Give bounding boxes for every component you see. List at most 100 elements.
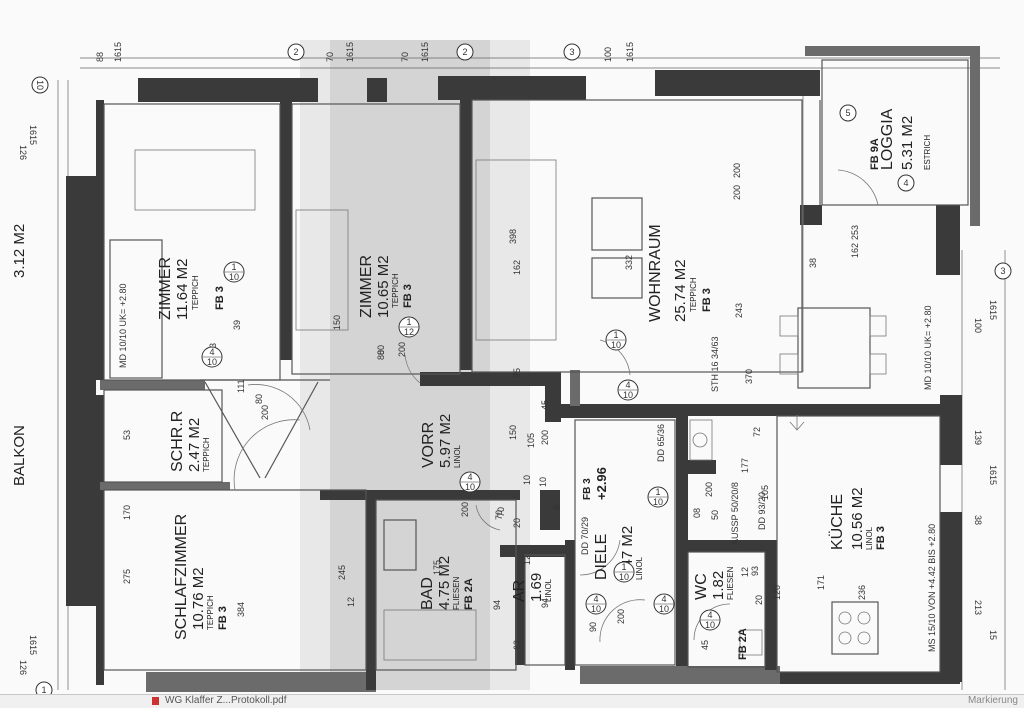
detail-marker-top: 1: [406, 317, 411, 327]
room-fb: FB 3: [701, 288, 713, 312]
detail-marker-bottom: 10: [653, 497, 663, 507]
room-area: 5.31 M2: [899, 116, 916, 170]
detail-marker-bottom: 10: [619, 572, 629, 582]
dim-right-5: 213: [973, 600, 983, 615]
interior-dimension: 200: [397, 342, 407, 357]
dim-left-1: 1615: [28, 125, 38, 145]
interior-dimension: 150: [508, 425, 518, 440]
interior-dimension: 10: [522, 475, 532, 485]
room-area: 11.64 M2: [174, 259, 191, 320]
dim-top-4: 70: [400, 52, 410, 62]
room-floor: TEPPICH: [206, 595, 215, 630]
room-name: ZIMMER: [157, 257, 174, 320]
taskbar-right-label[interactable]: Markierung: [967, 695, 1018, 706]
detail-marker-top: 1: [655, 487, 660, 497]
detail-marker-top: 4: [625, 380, 630, 390]
interior-dimension: 162: [850, 243, 860, 258]
interior-dimension: 20: [754, 595, 764, 605]
interior-dimension: 53: [122, 430, 132, 440]
balcony-area: 3.12 M2: [11, 224, 28, 278]
interior-dimension: 63: [512, 640, 522, 650]
interior-dimension: 38: [808, 258, 818, 268]
room-floor: ESTRICH: [923, 135, 932, 170]
room-zimmer-2: ZIMMER 10.65 M2 TEPPICH FB 3: [358, 255, 414, 318]
room-name: DIELE: [593, 534, 610, 580]
dim-left-0: 126: [18, 145, 28, 160]
dim-top-7: 1615: [625, 42, 635, 62]
room-name: WOHNRAUM: [647, 224, 664, 322]
interior-dimension: 332: [624, 255, 634, 270]
dim-left-2: 126: [18, 660, 28, 675]
taskbar: WG Klaffer Z...Protokoll.pdf Markierung: [0, 694, 1024, 708]
interior-dimension: 120: [772, 585, 782, 600]
detail-marker-bottom: 10: [705, 620, 715, 630]
note-dd3: DD 93/20: [757, 492, 767, 530]
note-md1: MD 10/10 UK= +2.80: [118, 283, 128, 368]
room-name: WC: [693, 573, 710, 600]
room-fb: FB 2A: [463, 578, 475, 610]
interior-dimension: 45: [700, 640, 710, 650]
room-floor: LINOL: [453, 444, 462, 468]
interior-dimension: 200: [732, 185, 742, 200]
detail-marker-bottom: 10: [229, 272, 239, 282]
pdf-file-icon: [152, 697, 159, 705]
interior-dimension: 111: [236, 379, 246, 393]
detail-marker-bottom: 10: [659, 604, 669, 614]
dim-right-6: 15: [988, 630, 998, 640]
room-zimmer-1: ZIMMER 11.64 M2 TEPPICH FB 3: [157, 257, 226, 320]
note-md2: MD 10/10 UK= +2.80: [923, 305, 933, 390]
room-outlines: [103, 59, 969, 673]
detail-marker-bottom: 10: [591, 604, 601, 614]
detail-marker-top: 4: [661, 594, 666, 604]
room-fb: FB 2A: [737, 628, 749, 660]
detail-marker-bottom: 10: [465, 482, 475, 492]
note-sth: STH 16 34/63: [710, 336, 720, 392]
dim-top-0: 88: [95, 52, 105, 62]
interior-dimension: 162: [512, 260, 522, 275]
interior-dimension: 170: [122, 505, 132, 520]
interior-dimension: 70: [494, 510, 504, 520]
room-name: LOGGIA: [879, 108, 896, 170]
axis-marker-4: 5: [845, 108, 850, 118]
interior-dimension: 39: [232, 320, 242, 330]
room-area: 10.56 M2: [849, 487, 866, 550]
top-dimension-line: 88 1615 70 1615 70 1615 100 1615: [80, 42, 1000, 69]
room-wc: WC 1.82 FLIESEN FB 2A: [693, 566, 749, 660]
room-area: 10.65 M2: [375, 255, 392, 318]
taskbar-file-name[interactable]: WG Klaffer Z...Protokoll.pdf: [165, 695, 287, 706]
detail-marker-top: 4: [593, 594, 598, 604]
detail-marker-top: 1: [621, 562, 626, 572]
dim-top-2: 70: [325, 52, 335, 62]
room-floor: TEPPICH: [202, 437, 211, 472]
interior-dimension: 50: [710, 510, 720, 520]
room-kueche: KÜCHE 10.56 M2 LINOL FB 3: [828, 487, 887, 550]
room-bad: BAD 4.75 M2 FLIESEN FB 2A: [419, 556, 475, 610]
detail-marker-bottom: 10: [611, 340, 621, 350]
interior-dimension: 105: [526, 433, 536, 448]
interior-dimension: 177: [740, 458, 750, 473]
room-area: 1.82: [710, 571, 727, 600]
room-fb: FB 3: [217, 606, 229, 630]
room-area: 10.76 M2: [190, 567, 207, 630]
room-area: 2.47 M2: [186, 418, 203, 472]
interior-dimension: 384: [236, 602, 246, 617]
interior-dimension: 94: [492, 600, 502, 610]
interior-dimension: 200: [260, 405, 270, 420]
room-fb: FB 9A: [869, 138, 881, 170]
dim-top-3: 1615: [345, 42, 355, 62]
detail-marker-top: 1: [231, 262, 236, 272]
detail-marker-top: 4: [707, 610, 712, 620]
dim-left-3: 1615: [28, 635, 38, 655]
room-floor: LINOL: [635, 556, 644, 580]
room-schlafzimmer: SCHLAFZIMMER 10.76 M2 TEPPICH FB 3: [173, 514, 229, 640]
detail-marker-bottom: 10: [623, 390, 633, 400]
room-name: AR: [511, 580, 528, 602]
dim-top-5: 1615: [420, 42, 430, 62]
dim-right-4: 38: [973, 515, 983, 525]
axis-markers: 10 2 2 3 5 4 3 1: [31, 43, 1012, 699]
interior-dimension: 93: [750, 566, 760, 576]
room-fb: FB 3: [402, 284, 414, 308]
interior-dimension: 150: [332, 315, 342, 330]
room-loggia: LOGGIA 5.31 M2 ESTRICH FB 9A: [869, 108, 932, 170]
